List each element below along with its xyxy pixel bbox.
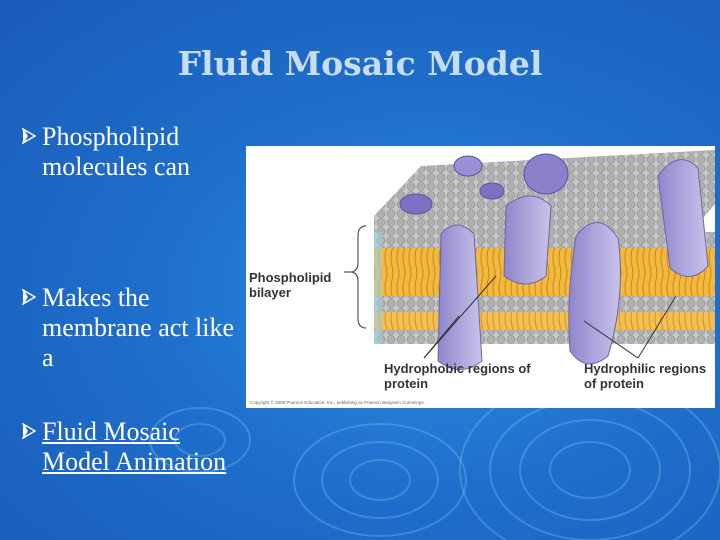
slide-title: Fluid Mosaic Model <box>177 44 543 83</box>
arrow-bullet-icon <box>22 128 36 144</box>
label-hydrophobic-regions: Hydrophobic regions of protein <box>384 361 531 391</box>
animation-link[interactable]: Fluid Mosaic Model Animation <box>42 417 227 476</box>
label-hydrophilic-regions: Hydrophilic regions of protein <box>584 361 707 391</box>
label-phospholipid-bilayer: Phospholipid bilayer <box>249 270 332 300</box>
arrow-bullet-icon <box>22 423 36 439</box>
copyright-text: Copyright © 2009 Pearson Education, Inc.… <box>250 400 425 405</box>
bullet-text: Makes the membrane act like a <box>42 283 235 372</box>
arrow-bullet-icon <box>22 289 36 305</box>
bullet-text: Phospholipid molecules can <box>42 122 190 181</box>
membrane-diagram: Phospholipid bilayer Hydrophobic regions… <box>246 146 715 408</box>
membrane-illustration <box>344 150 715 370</box>
